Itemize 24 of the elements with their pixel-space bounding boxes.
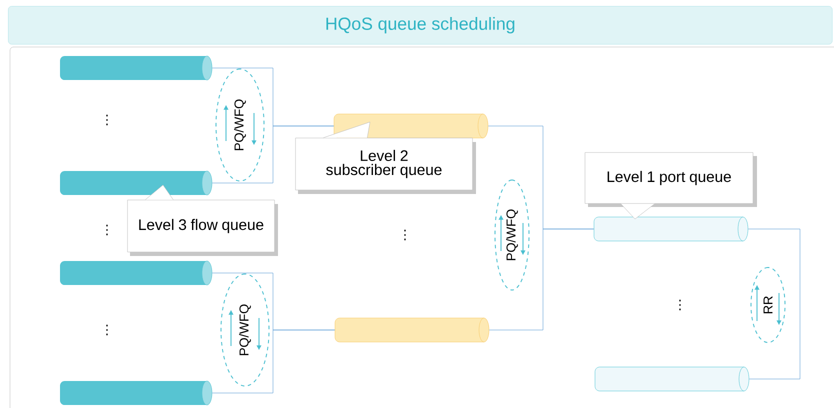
ellipsis-dots: ⋮ — [106, 114, 108, 126]
ellipsis-dots: ⋮ — [106, 224, 108, 236]
ellipsis-dots: ⋮ — [679, 300, 681, 310]
ellipsis-dots: ⋮ — [106, 324, 108, 336]
title-bar: HQoS queue scheduling — [8, 6, 832, 44]
callout-pointer — [145, 184, 174, 200]
callout-pointer — [323, 122, 370, 138]
queue-cylinder — [594, 366, 750, 392]
callout-box: Level 2 subscriber queue — [295, 138, 476, 194]
queue-cylinder — [334, 114, 488, 138]
connector-line — [748, 228, 800, 380]
queue-cylinder — [60, 260, 212, 286]
ellipsis-dots: ⋮ — [404, 230, 406, 240]
connector-line — [489, 228, 594, 330]
callout-box: Level 1 port queue — [584, 152, 757, 207]
callout-box: Level 3 flow queue — [127, 200, 278, 256]
callout-pointer — [620, 204, 655, 220]
queue-cylinder — [334, 318, 490, 342]
connector-line — [212, 330, 335, 394]
queue-cylinder — [60, 170, 212, 196]
queue-cylinder — [60, 56, 212, 80]
queue-cylinder — [60, 380, 212, 406]
connector-line — [212, 126, 334, 184]
queue-cylinder — [594, 216, 748, 242]
